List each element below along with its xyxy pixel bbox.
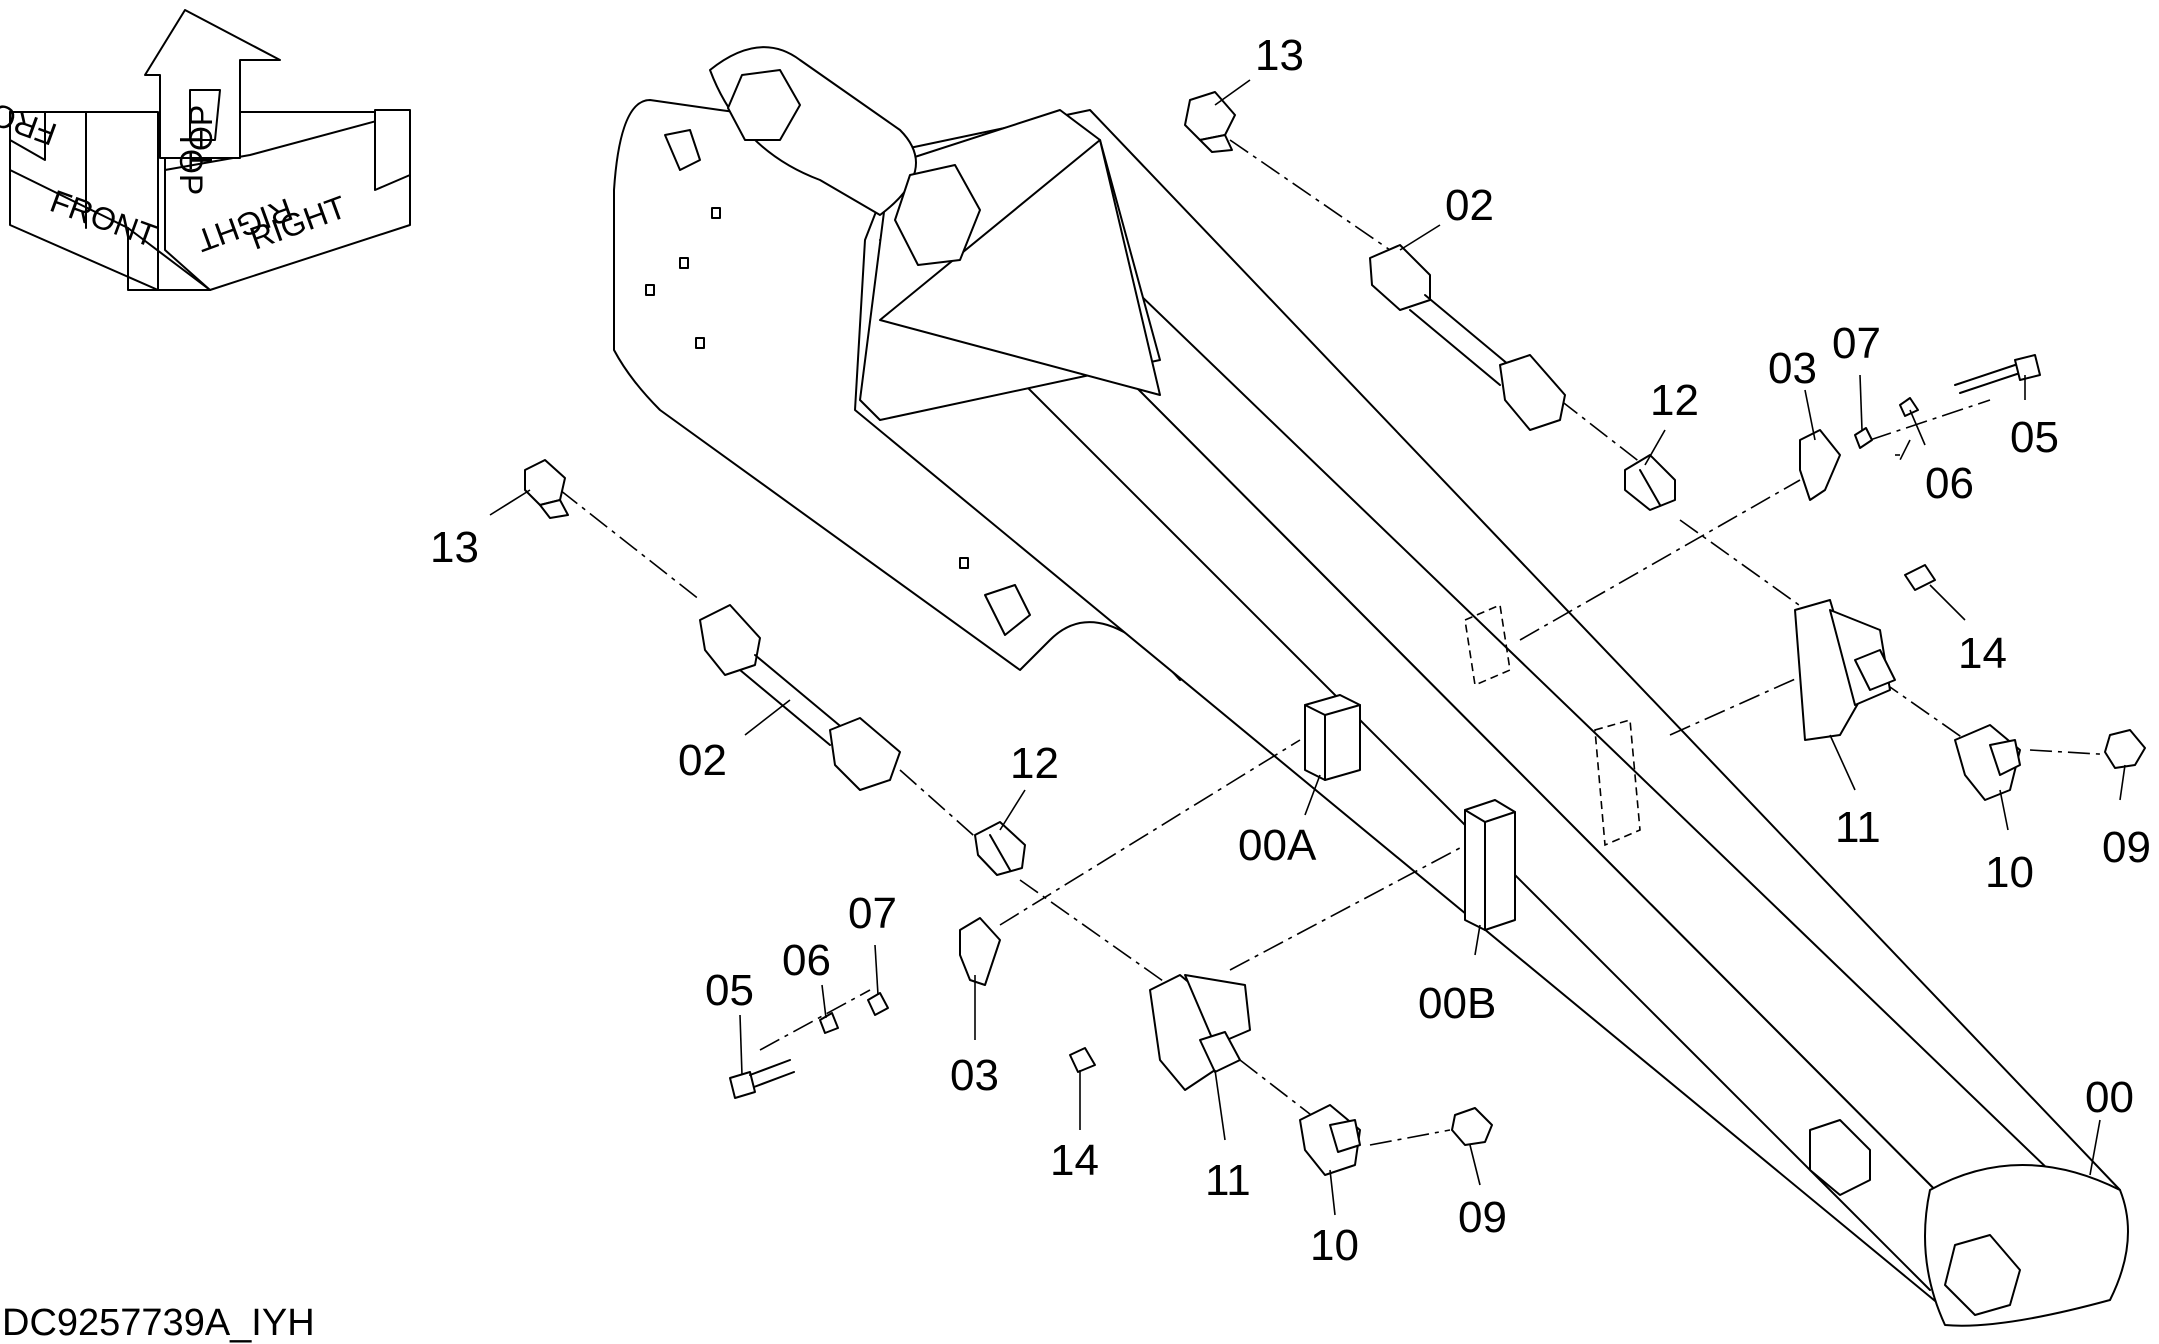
callout-00: 00 [2085,1073,2134,1122]
callout-00b: 00B [1418,979,1496,1028]
part-12-upper [1624,454,1676,511]
callout-11-lower: 11 [1205,1156,1251,1205]
callout-07-upper: 07 [1832,319,1881,368]
part-14-lower [1069,1047,1096,1073]
part-06-upper [1899,397,1919,417]
callout-09-upper: 09 [2102,823,2151,872]
part-07-upper [1854,427,1873,449]
callout-07-lower: 07 [848,889,897,938]
callout-13-upper: 13 [1255,31,1304,80]
callout-03-lower: 03 [950,1051,999,1100]
callout-02-upper: 02 [1445,181,1494,230]
callout-00a: 00A [1238,821,1317,870]
part-05-lower [729,1059,795,1099]
part-09-upper [2104,729,2146,769]
callout-05-lower: 05 [705,966,754,1015]
callout-11-upper: 11 [1835,803,1881,852]
part-13-upper [1184,91,1236,153]
part-00b-pad [1464,799,1516,931]
part-10-lower [1299,1104,1361,1176]
drawing-id: DC9257739A_IYH [2,1302,315,1344]
orientation-cube: FRONT FRONT TOP TOP RIGHT RIGHT [0,9,411,291]
part-03-upper [1799,429,1841,501]
callout-12-lower: 12 [1010,739,1059,788]
callout-12-upper: 12 [1650,376,1699,425]
callout-14-lower: 14 [1050,1136,1099,1185]
part-03-lower [959,917,1001,986]
part-09-lower [1451,1107,1493,1146]
callout-13-lower: 13 [430,523,479,572]
top-label-mirrored: TOP [183,105,219,170]
part-13-lower [524,459,569,519]
callout-03-upper: 03 [1768,344,1817,393]
callout-10-upper: 10 [1985,848,2034,897]
part-10-upper [1954,724,2021,801]
callout-09-lower: 09 [1458,1193,1507,1242]
callout-05-upper: 05 [2010,413,2059,462]
callout-06-lower: 06 [782,936,831,985]
callout-06-upper: 06 [1925,459,1974,508]
part-00a-pad [1304,694,1361,781]
boom-body [613,46,2129,1327]
callout-14-upper: 14 [1958,629,2007,678]
part-02-lower [699,604,901,791]
callout-02-lower: 02 [678,736,727,785]
part-05-upper [1954,354,2041,394]
part-06-lower [819,1012,839,1034]
part-12-lower [974,821,1026,876]
callout-10-lower: 10 [1310,1221,1359,1270]
part-14-upper [1904,564,1936,591]
part-02-upper [1369,244,1566,431]
leader-lines [489,79,2126,1216]
part-11-lower [1149,974,1251,1091]
part-11-upper [1794,599,1896,741]
top-label: TOP [173,130,209,195]
part-07-lower [867,992,889,1016]
